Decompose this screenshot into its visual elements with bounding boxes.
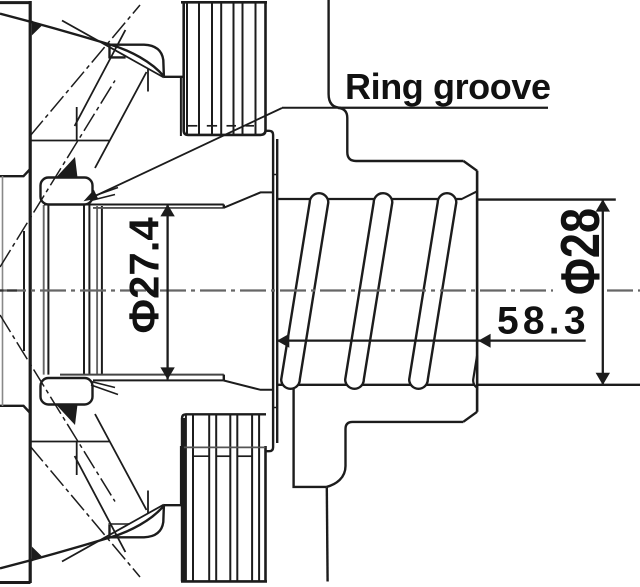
- svg-text:Ring groove: Ring groove: [345, 66, 551, 107]
- svg-text:Φ27.4: Φ27.4: [121, 217, 168, 334]
- svg-text:Φ28: Φ28: [550, 208, 611, 295]
- svg-text:58.3: 58.3: [497, 300, 590, 343]
